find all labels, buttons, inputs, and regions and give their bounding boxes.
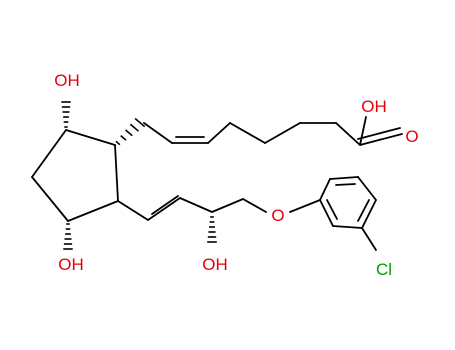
ring-bond-c3-c4 [67,200,119,222]
chain-bond-1 [143,122,173,144]
side-chain [117,195,321,221]
atom-o-ether: O [271,206,284,225]
aryl-bond-2 [329,176,359,180]
ether-bond-aryl [289,199,321,213]
chain-bond-4 [229,122,266,144]
atom-chlorine: Cl [376,260,392,279]
cyclopentane-ring [31,129,119,222]
chain-bond-7 [335,122,361,146]
aryl-bond-3 [357,176,377,201]
aryl-inner-bond-a [335,183,356,186]
atom-oh-ring-top: OH [54,71,80,90]
aryl-cl-bond [361,227,377,251]
side-trans-double-bond-inner [151,195,179,215]
aryl-bond-1 [319,178,331,201]
carbonyl-bond-outer [359,133,403,146]
atom-oh-acid: OH [361,97,387,116]
acid-chain [143,116,403,146]
atom-oh-ring-bottom: OH [58,255,84,274]
side-bond-4 [211,198,244,213]
ring-bond-c1-c2 [65,129,116,146]
atom-oh-side-chain: OH [202,255,228,274]
stereo-bond-upper-chain [115,117,146,146]
ring-bond-c4-c5 [31,176,69,222]
carbonyl-bond-inner [357,127,401,140]
aryl-bond-4 [361,199,377,229]
side-bond-3 [179,197,213,213]
stereo-bond-side-chain-oh [207,216,217,243]
stereo-bond-bottom-oh [63,223,73,250]
chain-bond-5 [264,122,301,144]
aryl-inner-bond-c [326,199,338,220]
ring-bond-c2-c3 [114,144,119,202]
chlorophenyl-ring [319,176,377,251]
side-bond-1 [117,200,149,221]
acid-oh-bond [359,116,367,146]
side-trans-double-bond [147,197,181,221]
stereo-bond-top-oh [61,101,71,128]
aryl-bond-5 [332,225,363,229]
chain-bond-3 [207,122,231,144]
ring-bond-c5-c1 [31,129,67,178]
side-bond-5 [242,198,267,213]
aryl-bond-6 [319,199,334,227]
atom-o-carbonyl: O [405,127,418,146]
aryl-inner-bond-b [357,199,370,222]
